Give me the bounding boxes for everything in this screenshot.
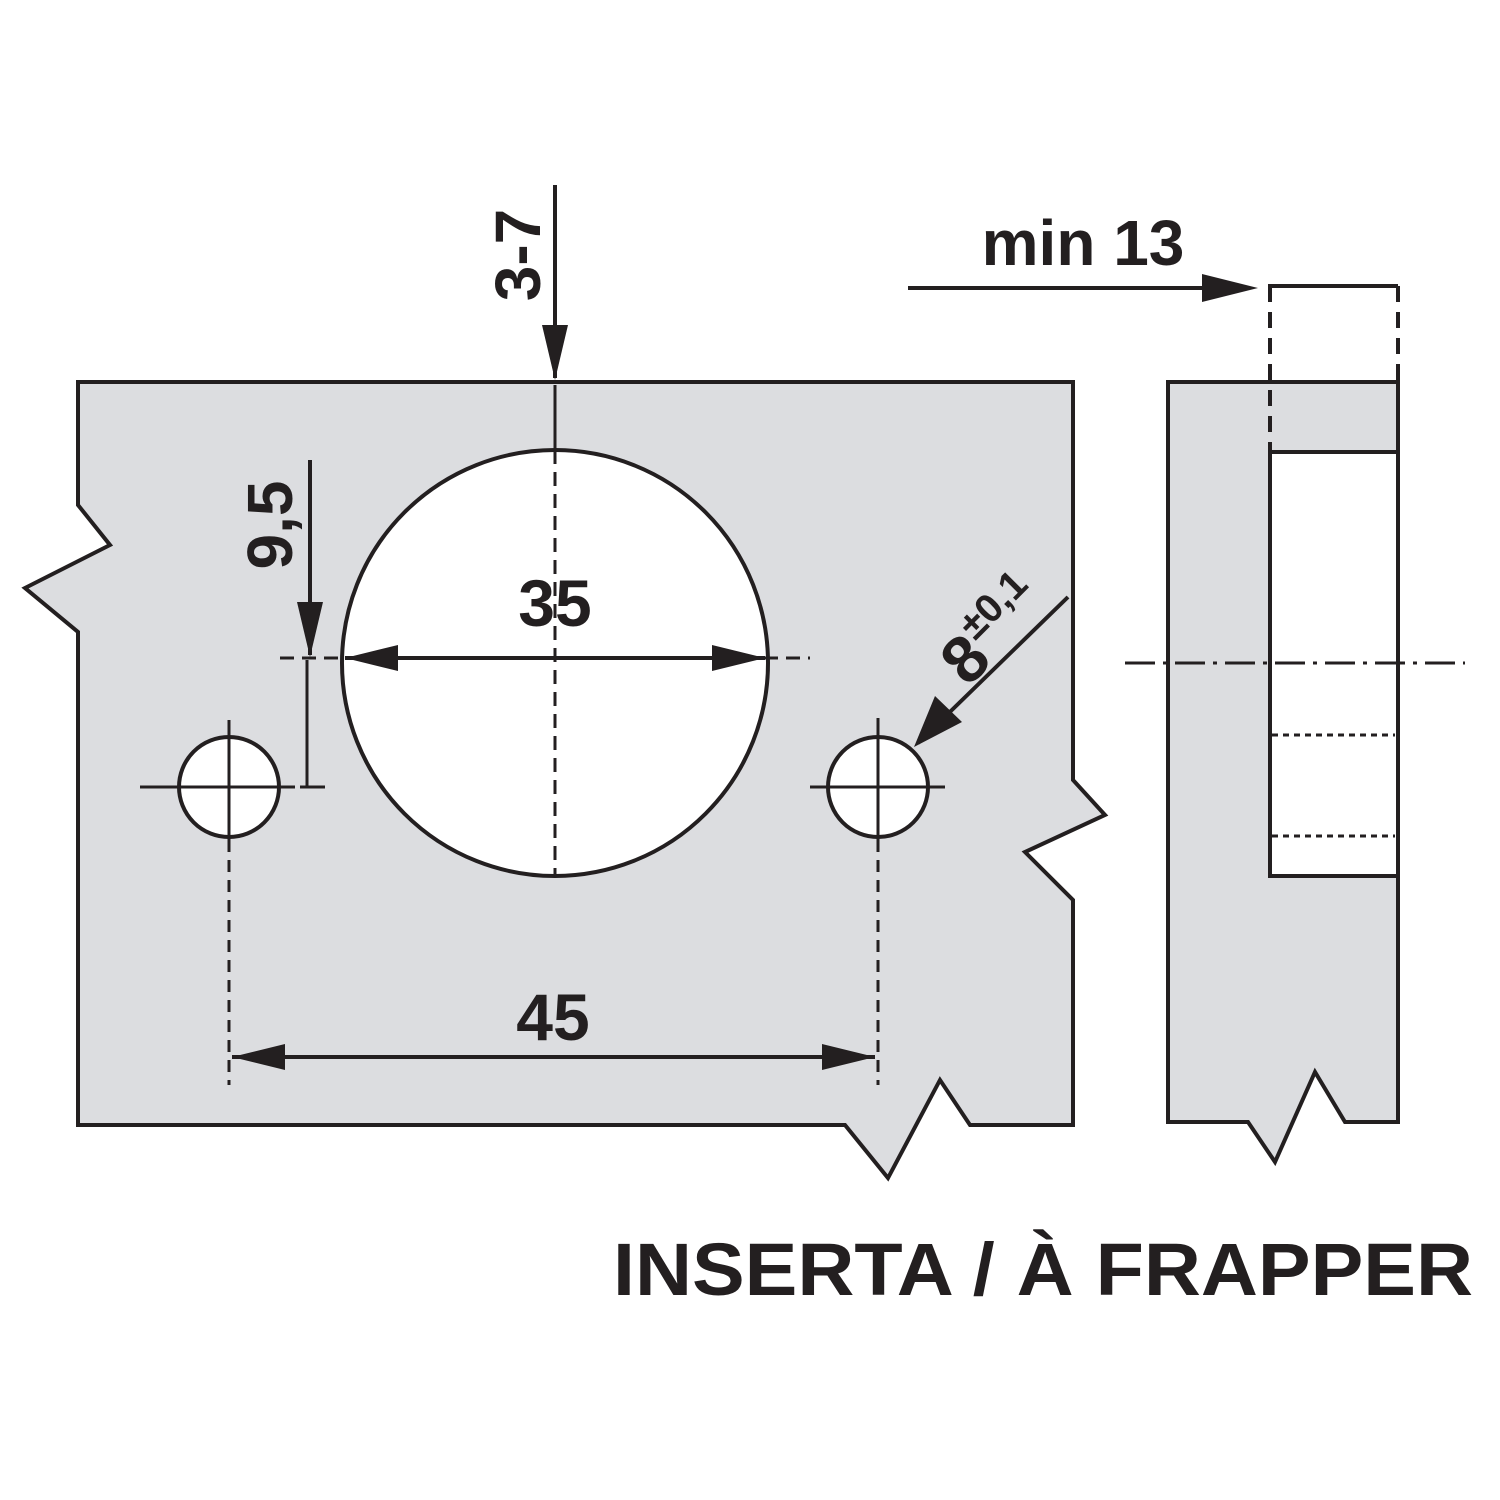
cup-diameter-label: 35 [518,566,591,640]
door-panel-side [1125,284,1465,1167]
hole-offset-label: 9,5 [234,481,306,570]
hole-spacing-label: 45 [516,980,589,1054]
min-thickness-label: min 13 [982,207,1185,279]
diagram-title: INSERTA / À FRAPPER [613,1228,1473,1311]
edge-distance-label: 3-7 [482,209,554,302]
dimension-arrows [232,185,1258,1070]
